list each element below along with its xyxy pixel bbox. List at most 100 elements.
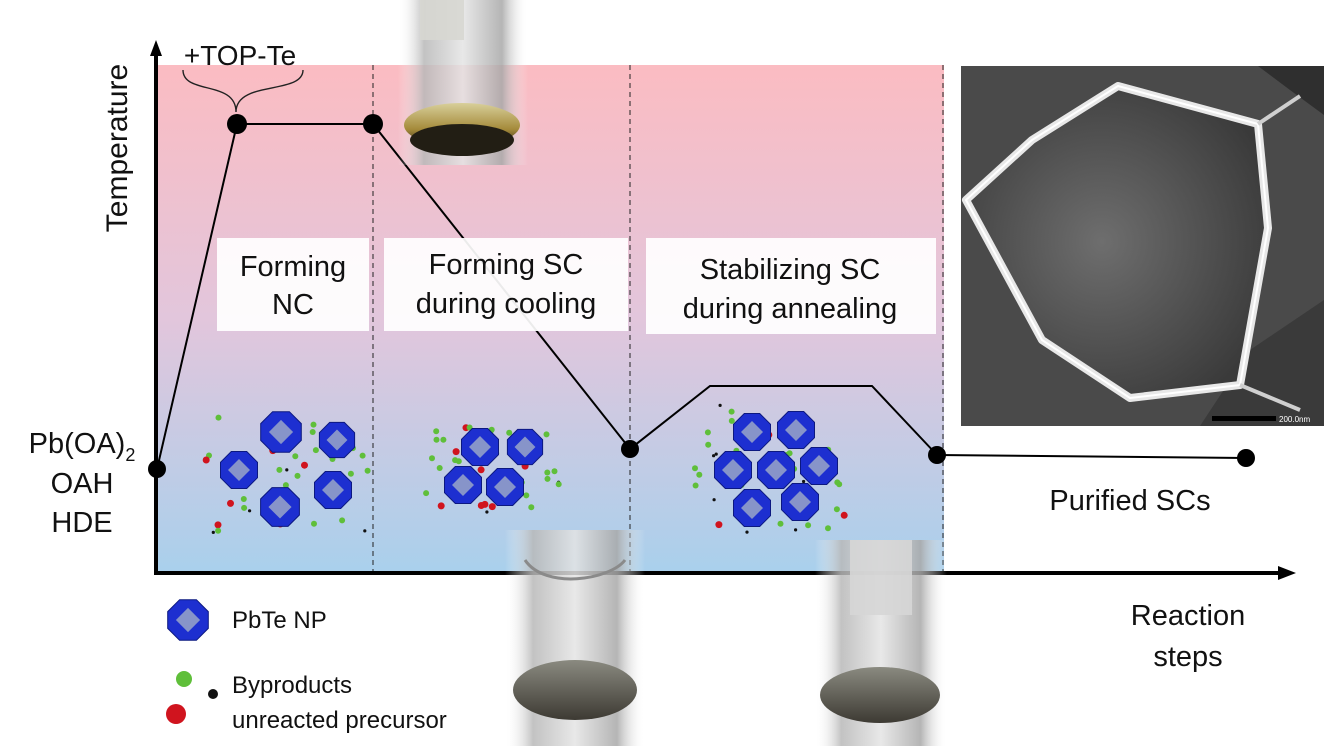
vial-photo: [398, 0, 528, 165]
pbte-np-icon: [461, 428, 499, 466]
phase-separators: [372, 65, 944, 572]
byproduct-dot-icon: [692, 465, 698, 472]
black-dot-icon: [485, 510, 489, 514]
phase-3-line2: during annealing: [683, 293, 897, 325]
precursor-dot-icon: [452, 448, 460, 456]
black-dot-icon: [285, 468, 289, 472]
pbte-np-icon: [757, 451, 795, 489]
byproduct-dot-icon: [339, 517, 346, 524]
point-cooling-start: [363, 114, 383, 134]
byproduct-dot-icon: [311, 520, 317, 527]
phase-2-line2: during cooling: [416, 288, 597, 320]
sem-scale-bar: [1212, 416, 1276, 421]
byproduct-dot-icon: [276, 466, 283, 473]
phase-label-2: Forming SC during cooling: [384, 238, 628, 331]
precursor-dot-icon: [715, 521, 723, 529]
precursor-dot-icon: [437, 502, 445, 510]
byproduct-dot-icon: [786, 450, 793, 457]
x-axis-label-line1: Reaction: [1131, 600, 1245, 632]
pbte-np-icon: [714, 451, 752, 489]
byproduct-dot-icon: [310, 421, 317, 428]
byproduct-dot-icon: [805, 522, 812, 529]
phase-2-line1: Forming SC: [429, 249, 584, 281]
particle-clusters: [202, 403, 848, 535]
pbte-np-icon: [733, 489, 771, 527]
legend: PbTe NP Byproducts unreacted precursor: [166, 599, 447, 734]
byproduct-dot-icon: [834, 479, 841, 486]
byproduct-dot-icon: [728, 417, 735, 424]
byproduct-dot-icon: [777, 520, 784, 527]
byproduct-dot-icon: [433, 428, 440, 435]
profile-points: [148, 114, 1255, 478]
phase-1-line1: Forming: [240, 251, 346, 283]
point-injection: [227, 114, 247, 134]
precursor-label: Pb(OA)2 OAH HDE: [29, 428, 136, 539]
pbte-np-icon: [781, 483, 819, 521]
x-axis-arrow-icon: [1278, 566, 1296, 580]
byproduct-dot-icon: [555, 481, 562, 488]
byproduct-dot-icon: [452, 457, 459, 464]
precursor-dot-icon: [227, 499, 234, 507]
y-axis-label: Temperature: [101, 64, 134, 232]
sem-image: 200.0nm: [961, 66, 1324, 426]
pbte-np-icon: [167, 599, 209, 641]
precursor-line3: HDE: [51, 507, 112, 539]
pbte-np-icon: [314, 471, 352, 509]
byproduct-dot-icon: [215, 414, 222, 421]
pbte-np-icon: [318, 421, 356, 459]
byproduct-dot-icon: [429, 455, 435, 462]
phase-1-line2: NC: [272, 289, 314, 321]
axes: [154, 52, 1280, 575]
byproduct-dot-icon: [292, 453, 299, 460]
legend-black-dot-icon: [208, 689, 218, 699]
byproduct-dot-icon: [240, 496, 247, 502]
black-dot-icon: [794, 528, 798, 532]
black-dot-icon: [718, 403, 722, 407]
byproduct-dot-icon: [440, 436, 447, 443]
byproduct-dot-icon: [364, 467, 371, 474]
pbte-np-icon: [800, 447, 838, 485]
byproduct-dot-icon: [825, 525, 831, 532]
byproduct-dot-icon: [833, 506, 840, 513]
precursor-dot-icon: [202, 456, 210, 464]
byproduct-dot-icon: [692, 482, 699, 489]
point-start: [148, 460, 166, 478]
byproduct-dot-icon: [423, 490, 430, 497]
black-dot-icon: [802, 479, 806, 484]
black-dot-icon: [745, 530, 749, 534]
byproduct-dot-icon: [528, 504, 535, 511]
legend-np-label: PbTe NP: [232, 607, 327, 634]
byproduct-dot-icon: [551, 468, 558, 475]
byproduct-dot-icon: [312, 447, 319, 454]
byproduct-dot-icon: [241, 504, 248, 511]
byproduct-dot-icon: [359, 452, 366, 459]
precursor-dot-icon: [301, 461, 308, 469]
vial-photo-annealed: [815, 540, 947, 746]
y-axis-arrow-icon: [150, 40, 162, 56]
phase-3-line1: Stabilizing SC: [700, 254, 881, 286]
point-cooled: [621, 440, 639, 458]
top-te-annotation: +TOP-Te: [184, 40, 296, 71]
byproduct-dot-icon: [436, 465, 443, 471]
point-annealed: [928, 446, 946, 464]
precursor-dot-icon: [214, 521, 222, 529]
byproduct-dot-icon: [705, 441, 712, 448]
purified-line: [936, 454, 1247, 459]
legend-unreacted-label: unreacted precursor: [232, 707, 447, 734]
legend-byproducts-label: Byproducts: [232, 672, 352, 699]
byproduct-dot-icon: [506, 429, 513, 436]
black-dot-icon: [248, 509, 252, 513]
precursor-line2: OAH: [51, 468, 114, 500]
byproduct-dot-icon: [282, 482, 289, 489]
precursor-dot-icon: [488, 503, 496, 511]
black-dot-icon: [714, 452, 718, 456]
purified-scs-label: Purified SCs: [1049, 485, 1210, 517]
pbte-np-icon: [777, 411, 815, 449]
precursor-dot-icon: [477, 466, 485, 474]
pbte-np-icon: [733, 413, 771, 451]
pbte-np-icon: [260, 487, 300, 527]
top-te-brace: [182, 69, 304, 113]
phase-label-3: Stabilizing SC during annealing: [646, 238, 936, 334]
byproduct-dot-icon: [294, 472, 301, 479]
phase-label-1: Forming NC: [217, 238, 369, 331]
